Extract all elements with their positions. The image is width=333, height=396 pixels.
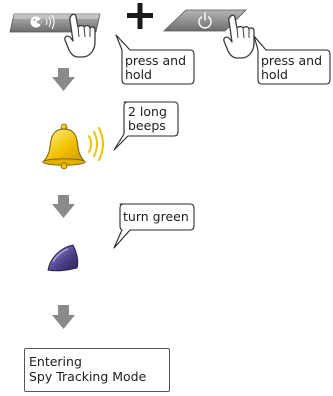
power-icon bbox=[198, 12, 212, 29]
result-box: Entering Spy Tracking Mode bbox=[24, 348, 170, 392]
callout-text-press-hold-1: press and hold bbox=[125, 54, 186, 82]
callout-line: hold bbox=[125, 67, 152, 82]
bell-icon bbox=[41, 123, 87, 170]
callout-text-turn-green: turn green bbox=[123, 210, 189, 224]
result-line: Spy Tracking Mode bbox=[29, 369, 147, 384]
down-arrow-icon bbox=[52, 68, 75, 91]
callout-line: beeps bbox=[128, 118, 166, 133]
callout-line: hold bbox=[261, 67, 288, 82]
down-arrow-icon bbox=[52, 195, 75, 218]
callout-text-press-hold-2: press and hold bbox=[261, 54, 322, 82]
face-icon bbox=[30, 16, 42, 28]
hand-pointer-icon bbox=[64, 13, 96, 58]
callout-line: 2 long bbox=[128, 104, 167, 119]
led-icon bbox=[47, 244, 79, 272]
plus-icon bbox=[127, 3, 153, 29]
callout-beeps bbox=[113, 101, 179, 151]
callout-turn-green bbox=[113, 203, 195, 249]
callout-line: turn green bbox=[123, 209, 189, 224]
sound-icon bbox=[45, 14, 55, 30]
callout-press-hold-1 bbox=[115, 34, 195, 85]
sound-waves-icon bbox=[88, 127, 104, 161]
callout-text-beeps: 2 long beeps bbox=[128, 105, 167, 133]
callout-press-hold-2 bbox=[253, 35, 331, 85]
hand-pointer-icon bbox=[223, 14, 255, 59]
callout-line: press and bbox=[261, 53, 323, 68]
down-arrow-icon bbox=[52, 305, 75, 329]
callout-line: press and bbox=[125, 53, 187, 68]
result-line: Entering bbox=[29, 354, 82, 369]
